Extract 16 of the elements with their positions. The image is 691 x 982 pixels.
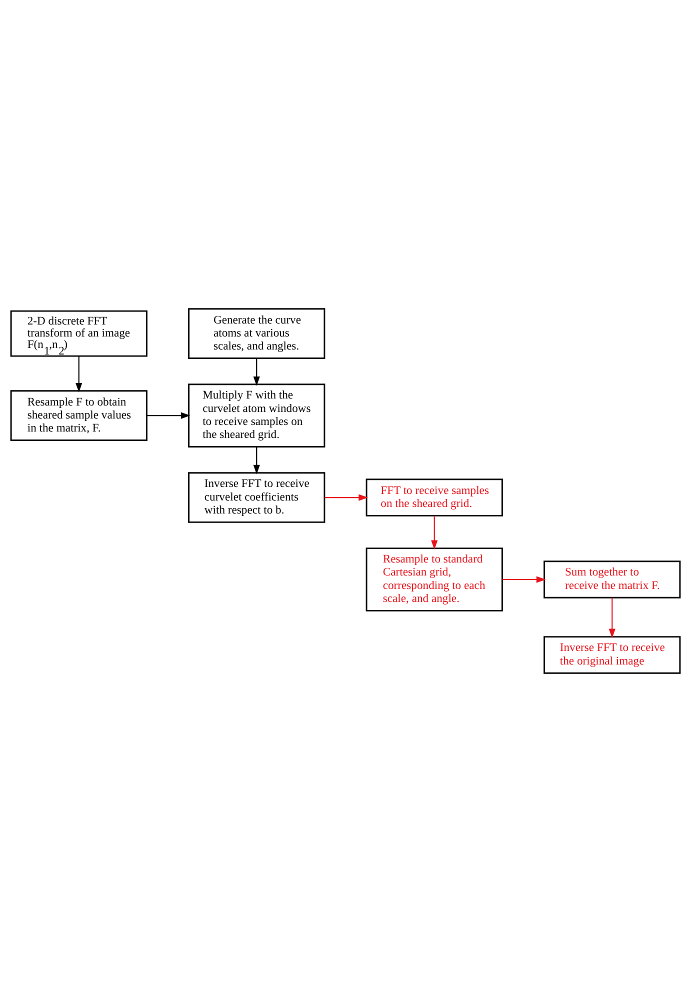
node-box: Generate the curve atoms at various scales, and angles. (188, 308, 326, 359)
arrow (253, 358, 260, 386)
arrow (76, 356, 82, 392)
arrow (608, 598, 616, 638)
node-box: Inverse FFT to receive curvelet coefficients with respect to b. (188, 472, 326, 523)
node-box: Resample F to obtain sheared sample values in the matrix, F. (10, 390, 148, 441)
arrow (253, 446, 260, 474)
node-box: Inverse FFT to receive the original image (544, 636, 681, 674)
arrow (502, 576, 546, 583)
node-box: Resample to standard Cartesian grid, corresponding to each scale, and angle. (366, 548, 503, 612)
node-box: Multiply F with the curvelet atom windows to receive samples on the sheared grid. (188, 384, 326, 448)
arrow (431, 516, 438, 550)
arrow (324, 494, 368, 501)
node-box: Sum together to receive the matrix F. (544, 560, 681, 598)
arrow (146, 412, 190, 419)
node-box: FFT to receive samples on the sheared grid. (366, 478, 503, 516)
